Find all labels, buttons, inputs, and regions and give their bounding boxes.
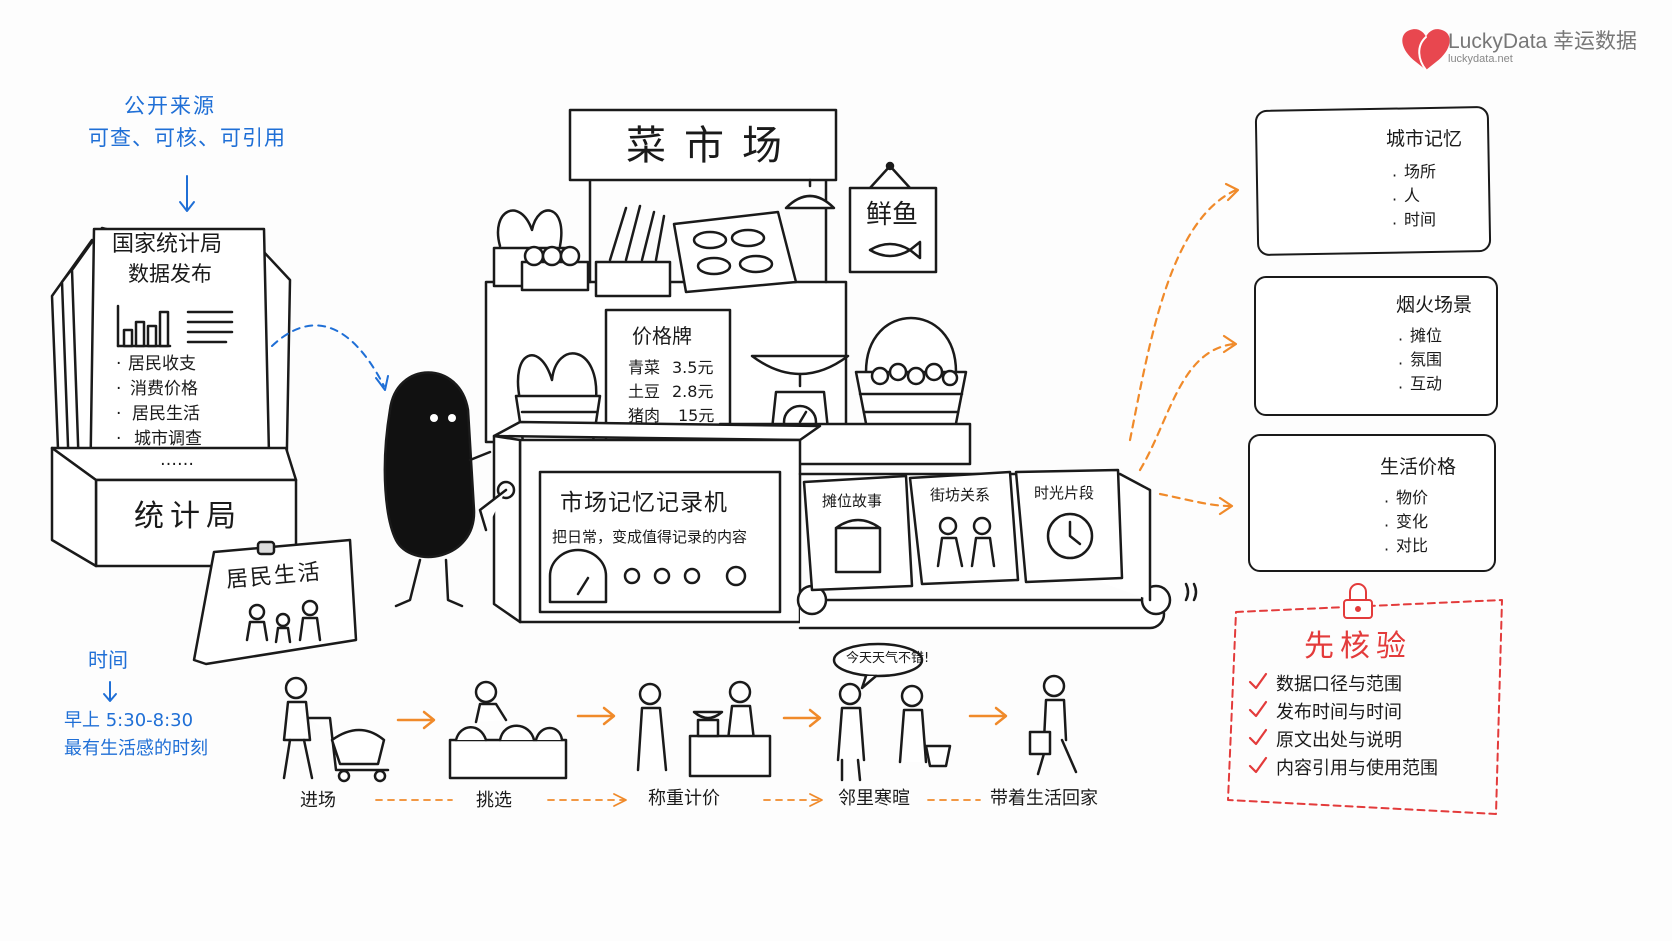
output-card-item: 互动: [1410, 374, 1443, 393]
knob-icon: [683, 567, 701, 585]
speech-bubble-text: 今天天气不错!: [846, 651, 930, 666]
machine-subtitle: 把日常，变成值得记录的内容: [552, 528, 748, 546]
source-note-subtitle: 可查、可核、可引用: [88, 126, 286, 150]
family-icon: [245, 599, 322, 644]
knob-icon: [725, 565, 747, 587]
price-item-name: 猪肉: [628, 406, 661, 425]
doc-subtitle: 数据发布: [128, 262, 212, 286]
check-icons: [1248, 672, 1268, 774]
timeline-arrows: [396, 706, 1008, 730]
brand-name[interactable]: LuckyData 幸运数据: [1448, 30, 1638, 53]
arrow-head-icon: [375, 375, 389, 391]
doc-item-more: ……: [160, 450, 194, 470]
conveyor-card: [908, 470, 1020, 586]
output-card-scene: [1254, 276, 1498, 416]
verify-item: 数据口径与范围: [1276, 674, 1402, 695]
step-scene-chat: [832, 642, 952, 782]
doc-to-character-arrow: [271, 324, 385, 387]
time-range: 早上 5:30-8:30: [64, 710, 194, 731]
price-item-value: 2.8元: [672, 382, 714, 401]
conveyor-card-label: 摊位故事: [822, 492, 883, 510]
price-board-title: 价格牌: [632, 324, 692, 348]
step-scene-home: [1028, 674, 1078, 776]
verify-box: [1227, 599, 1503, 815]
output-bullets: · · ·: [1392, 166, 1398, 233]
price-item-name: 青菜: [628, 358, 661, 377]
bullet-dots: · · · ·: [116, 354, 122, 449]
output-card-item: 变化: [1396, 512, 1429, 531]
doc-item: 居民收支: [128, 354, 196, 374]
residents-sign: [192, 538, 358, 666]
output-card-item: 对比: [1396, 536, 1429, 555]
output-bullets: · · ·: [1384, 492, 1390, 559]
step-scene-pick: [448, 680, 568, 780]
step-scene-weigh: [636, 680, 772, 778]
source-arrow-icon: [179, 175, 195, 212]
arrow-head-icon: [613, 793, 627, 807]
document-stack: [50, 226, 292, 502]
timeline-step: 挑选: [476, 790, 512, 811]
gauge-icon: [548, 548, 608, 604]
output-card-item: 物价: [1396, 488, 1429, 507]
bureau-box-label: 统计局: [134, 499, 242, 534]
fish-sign: [848, 161, 938, 274]
output-card-title: 生活价格: [1380, 456, 1457, 478]
conveyor-card: [802, 474, 914, 592]
fish-sign-label: 鲜鱼: [866, 200, 919, 230]
machine-title: 市场记忆记录机: [560, 490, 728, 516]
output-card-item: 摊位: [1410, 326, 1443, 345]
output-card-title: 城市记忆: [1386, 128, 1463, 150]
lock-icon: [1343, 583, 1373, 619]
source-note-title: 公开来源: [124, 94, 216, 118]
conveyor-card-label: 街坊关系: [930, 486, 991, 504]
output-card-item: 时间: [1404, 210, 1437, 229]
heart-logo-icon: [1402, 29, 1450, 71]
output-card-item: 人: [1404, 186, 1421, 205]
doc-item: 城市调查: [134, 429, 202, 449]
knob-icon: [653, 567, 671, 585]
output-card-prices: [1248, 434, 1496, 572]
verify-item: 发布时间与时间: [1276, 702, 1402, 723]
step-scene-enter: [282, 676, 390, 783]
verify-item: 原文出处与说明: [1276, 730, 1402, 751]
motion-lines-icon: [1184, 582, 1198, 602]
price-board-more: ……: [660, 429, 688, 445]
time-label: 时间: [88, 648, 128, 672]
knob-icon: [623, 567, 641, 585]
verify-title: 先核验: [1304, 629, 1412, 664]
timeline-step: 称重计价: [648, 788, 720, 809]
output-card-item: 场所: [1404, 162, 1437, 181]
output-bullets: · · ·: [1398, 330, 1404, 397]
doc-item: 居民生活: [132, 404, 200, 424]
timeline-step: 邻里寒暄: [838, 788, 910, 809]
blob-character: [383, 371, 492, 608]
timeline-step: 带着生活回家: [990, 788, 1098, 809]
doc-item: 消费价格: [130, 379, 198, 399]
market-sign-label: 菜市场: [626, 123, 800, 169]
arrow-head-icon: [1218, 182, 1240, 516]
output-card-title: 烟火场景: [1396, 294, 1473, 316]
output-card-item: 氛围: [1410, 350, 1443, 369]
recorder-machine: [478, 420, 822, 624]
price-item-value: 15元: [678, 406, 715, 425]
arrow-head-icon: [809, 793, 823, 807]
price-item-name: 土豆: [628, 382, 661, 401]
brand-url[interactable]: luckydata.net: [1448, 53, 1513, 65]
bureau-box: [50, 446, 298, 568]
fish-icon: [692, 228, 774, 276]
price-item-value: 3.5元: [672, 358, 714, 377]
output-arrows: [1128, 188, 1238, 508]
conveyor-card-label: 时光片段: [1034, 484, 1095, 502]
time-arrow-icon: [103, 681, 117, 702]
time-caption: 最有生活感的时刻: [64, 738, 208, 759]
doc-title: 国家统计局: [112, 232, 223, 257]
verify-item: 内容引用与使用范围: [1276, 758, 1438, 779]
timeline-step: 进场: [300, 790, 336, 811]
conveyor-card: [1014, 468, 1124, 584]
